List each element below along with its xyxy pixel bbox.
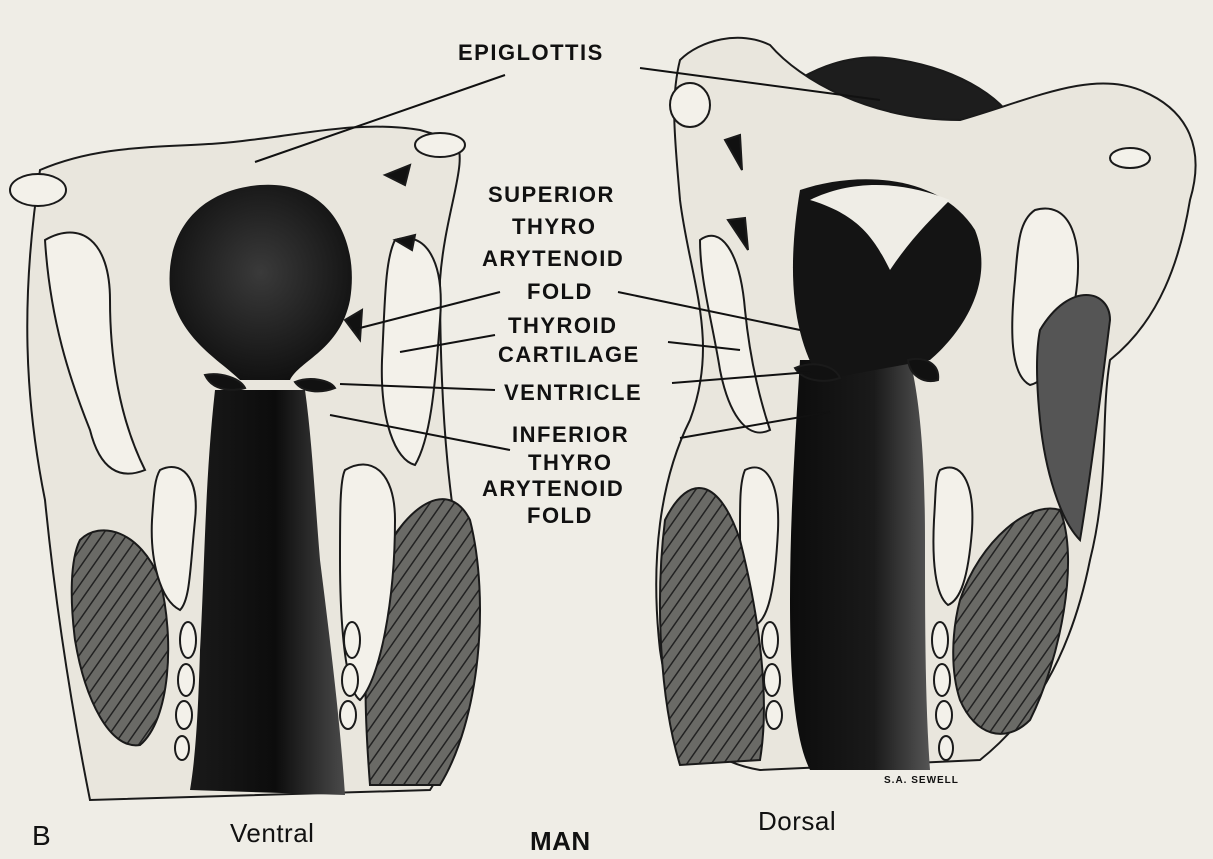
label-epiglottis: EPIGLOTTIS xyxy=(458,42,604,64)
hyoid-left-oval xyxy=(10,174,66,206)
label-superior-thyroarytenoid-fold-4: FOLD xyxy=(527,281,593,303)
label-superior-thyroarytenoid-fold-2: THYRO xyxy=(512,216,597,238)
artist-signature: S.A. SEWELL xyxy=(884,776,959,786)
dorsal-lumen xyxy=(790,360,930,770)
label-superior-thyroarytenoid-fold-3: ARYTENOID xyxy=(482,248,624,270)
caption-ventral: Ventral xyxy=(230,820,314,846)
label-inferior-thyroarytenoid-fold-1: INFERIOR xyxy=(512,424,629,446)
label-superior-thyroarytenoid-fold-1: SUPERIOR xyxy=(488,184,615,206)
caption-dorsal: Dorsal xyxy=(758,808,836,834)
label-ventricle: VENTRICLE xyxy=(504,382,642,404)
caption-species: MAN xyxy=(530,828,591,854)
label-thyroid-cartilage-1: THYROID xyxy=(508,315,618,337)
label-inferior-thyroarytenoid-fold-2: THYRO xyxy=(528,452,613,474)
label-inferior-thyroarytenoid-fold-4: FOLD xyxy=(527,505,593,527)
label-inferior-thyroarytenoid-fold-3: ARYTENOID xyxy=(482,478,624,500)
panel-letter: B xyxy=(32,822,51,850)
ventral-larynx-drawing xyxy=(10,127,480,800)
label-thyroid-cartilage-2: CARTILAGE xyxy=(498,344,640,366)
dorsal-larynx-drawing xyxy=(656,38,1195,770)
